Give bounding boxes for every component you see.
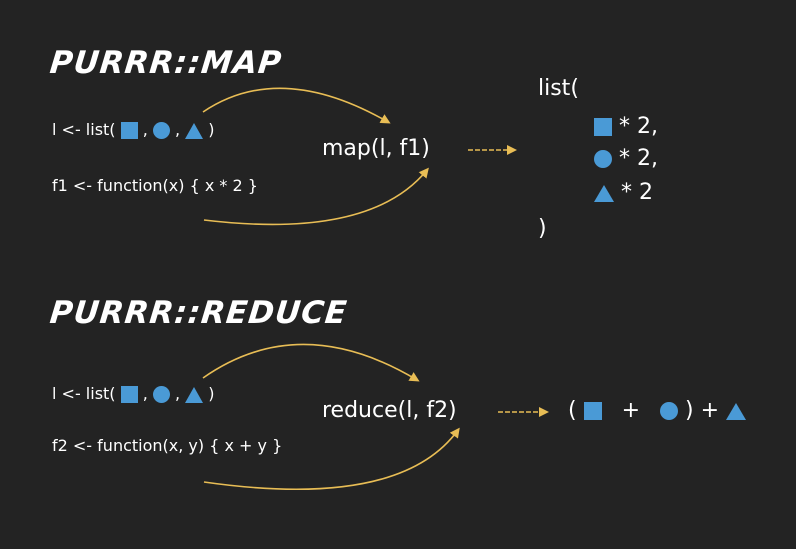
reduce-list-arrow xyxy=(202,343,420,382)
circle-icon xyxy=(152,386,170,403)
map-list-suffix: ) xyxy=(208,120,215,139)
map-call: map(l, f1) xyxy=(322,136,430,161)
reduce-list-prefix: l <- list( xyxy=(52,384,116,403)
triangle-icon xyxy=(726,402,747,420)
circle-icon xyxy=(152,122,170,139)
reduce-plus2: + xyxy=(700,398,720,423)
reduce-open-paren: ( xyxy=(568,398,577,423)
square-icon xyxy=(594,118,612,136)
reduce-close-paren: ) xyxy=(685,398,694,423)
reduce-list-suffix: ) xyxy=(208,384,215,403)
map-output-close: ) xyxy=(538,216,547,241)
map-title: PURRR::MAP xyxy=(48,45,284,81)
reduce-plus1: + xyxy=(621,398,641,423)
map-output-line2-text: * 2, xyxy=(619,146,658,171)
reduce-func-def: f2 <- function(x, y) { x + y } xyxy=(52,436,283,455)
square-icon xyxy=(583,402,602,420)
map-output-line1: * 2, xyxy=(594,116,658,138)
reduce-list-def: l <- list( , , ) xyxy=(52,386,215,403)
map-output-line3: * 2 xyxy=(594,182,653,204)
reduce-sep2: , xyxy=(175,384,181,403)
map-output-line2: * 2, xyxy=(594,148,658,170)
circle-icon xyxy=(594,150,612,168)
map-func-def: f1 <- function(x) { x * 2 } xyxy=(52,176,258,195)
reduce-call: reduce(l, f2) xyxy=(322,398,457,423)
reduce-sep1: , xyxy=(142,384,148,403)
square-icon xyxy=(120,122,138,139)
map-sep2: , xyxy=(175,120,181,139)
circle-icon xyxy=(660,402,679,420)
reduce-func-arrow xyxy=(203,427,460,490)
reduce-output: ( + ) + xyxy=(568,398,747,423)
map-list-def: l <- list( , , ) xyxy=(52,122,215,139)
map-output-line1-text: * 2, xyxy=(619,114,658,139)
map-func-arrow xyxy=(203,167,429,226)
triangle-icon xyxy=(185,386,204,403)
square-icon xyxy=(120,386,138,403)
triangle-icon xyxy=(594,184,614,202)
map-list-arrow xyxy=(202,87,391,124)
reduce-title: PURRR::REDUCE xyxy=(48,295,350,331)
map-sep1: , xyxy=(142,120,148,139)
triangle-icon xyxy=(185,122,204,139)
map-output-open: list( xyxy=(538,76,579,101)
map-output-line3-text: * 2 xyxy=(621,180,653,205)
map-list-prefix: l <- list( xyxy=(52,120,116,139)
